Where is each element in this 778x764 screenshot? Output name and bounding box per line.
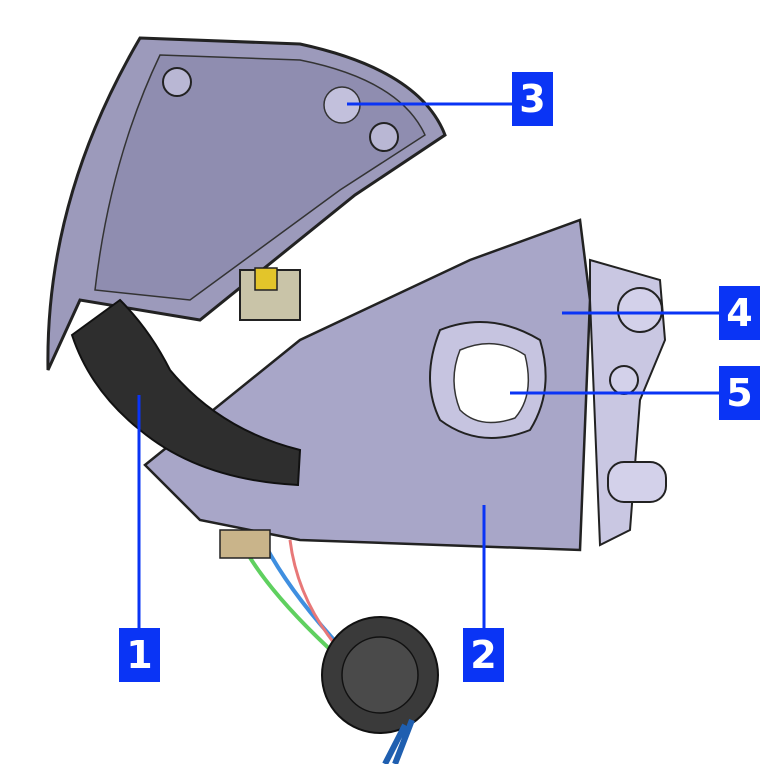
callout-4: 4 — [719, 286, 760, 340]
handle — [70, 298, 302, 487]
callout-2: 2 — [463, 628, 504, 682]
callout-1: 1 — [119, 628, 160, 682]
opening — [453, 342, 530, 424]
callout-3: 3 — [512, 72, 553, 126]
callout-5: 5 — [719, 366, 760, 420]
lid-screw — [162, 67, 192, 97]
lid-screw — [369, 122, 399, 152]
leader-lines — [137, 102, 719, 628]
